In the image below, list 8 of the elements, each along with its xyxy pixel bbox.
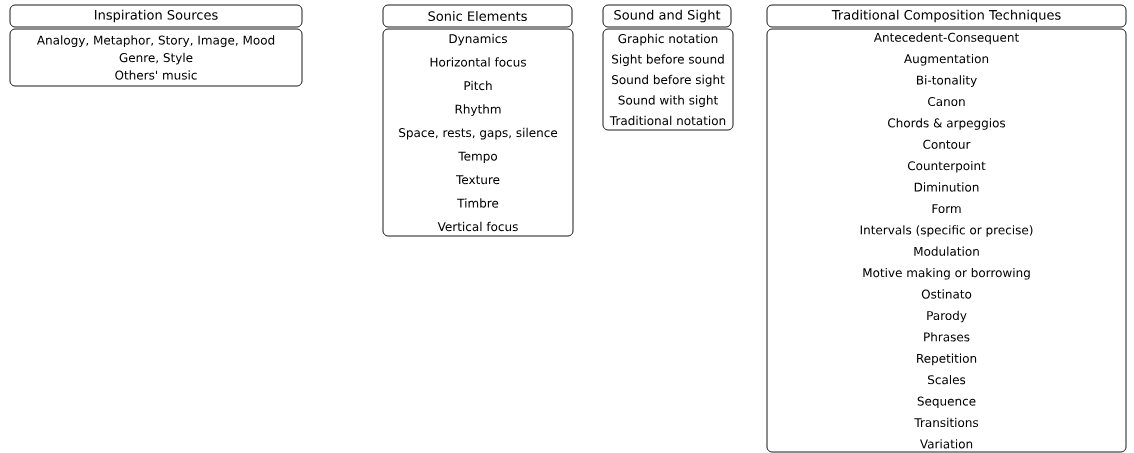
list-box: Antecedent-Consequent Augmentation Bi-tonality Canon Chords & arpeggios Contour Counterpoint Diminution Form Intervals (specific or precise) Modulation Motive making or borrowing Ostinato Parody Phrases Repetition Scales Sequence Transitions Variation	[766, 28, 1127, 453]
list-box: Dynamics Horizontal focus Pitch Rhythm Space, rests, gaps, silence Tempo Texture Timbre Vertical focus	[382, 28, 574, 237]
heading-box: Sound and Sight	[602, 4, 732, 28]
heading-box: Sonic Elements	[382, 4, 573, 28]
list-box: Graphic notation Sight before sound Sound before sight Sound with sight Traditional notation	[602, 28, 734, 131]
heading-box: Traditional Composition Techniques	[766, 4, 1127, 28]
heading-box: Inspiration Sources	[9, 4, 303, 28]
list-box: Analogy, Metaphor, Story, Image, Mood Genre, Style Others' music	[9, 28, 303, 87]
